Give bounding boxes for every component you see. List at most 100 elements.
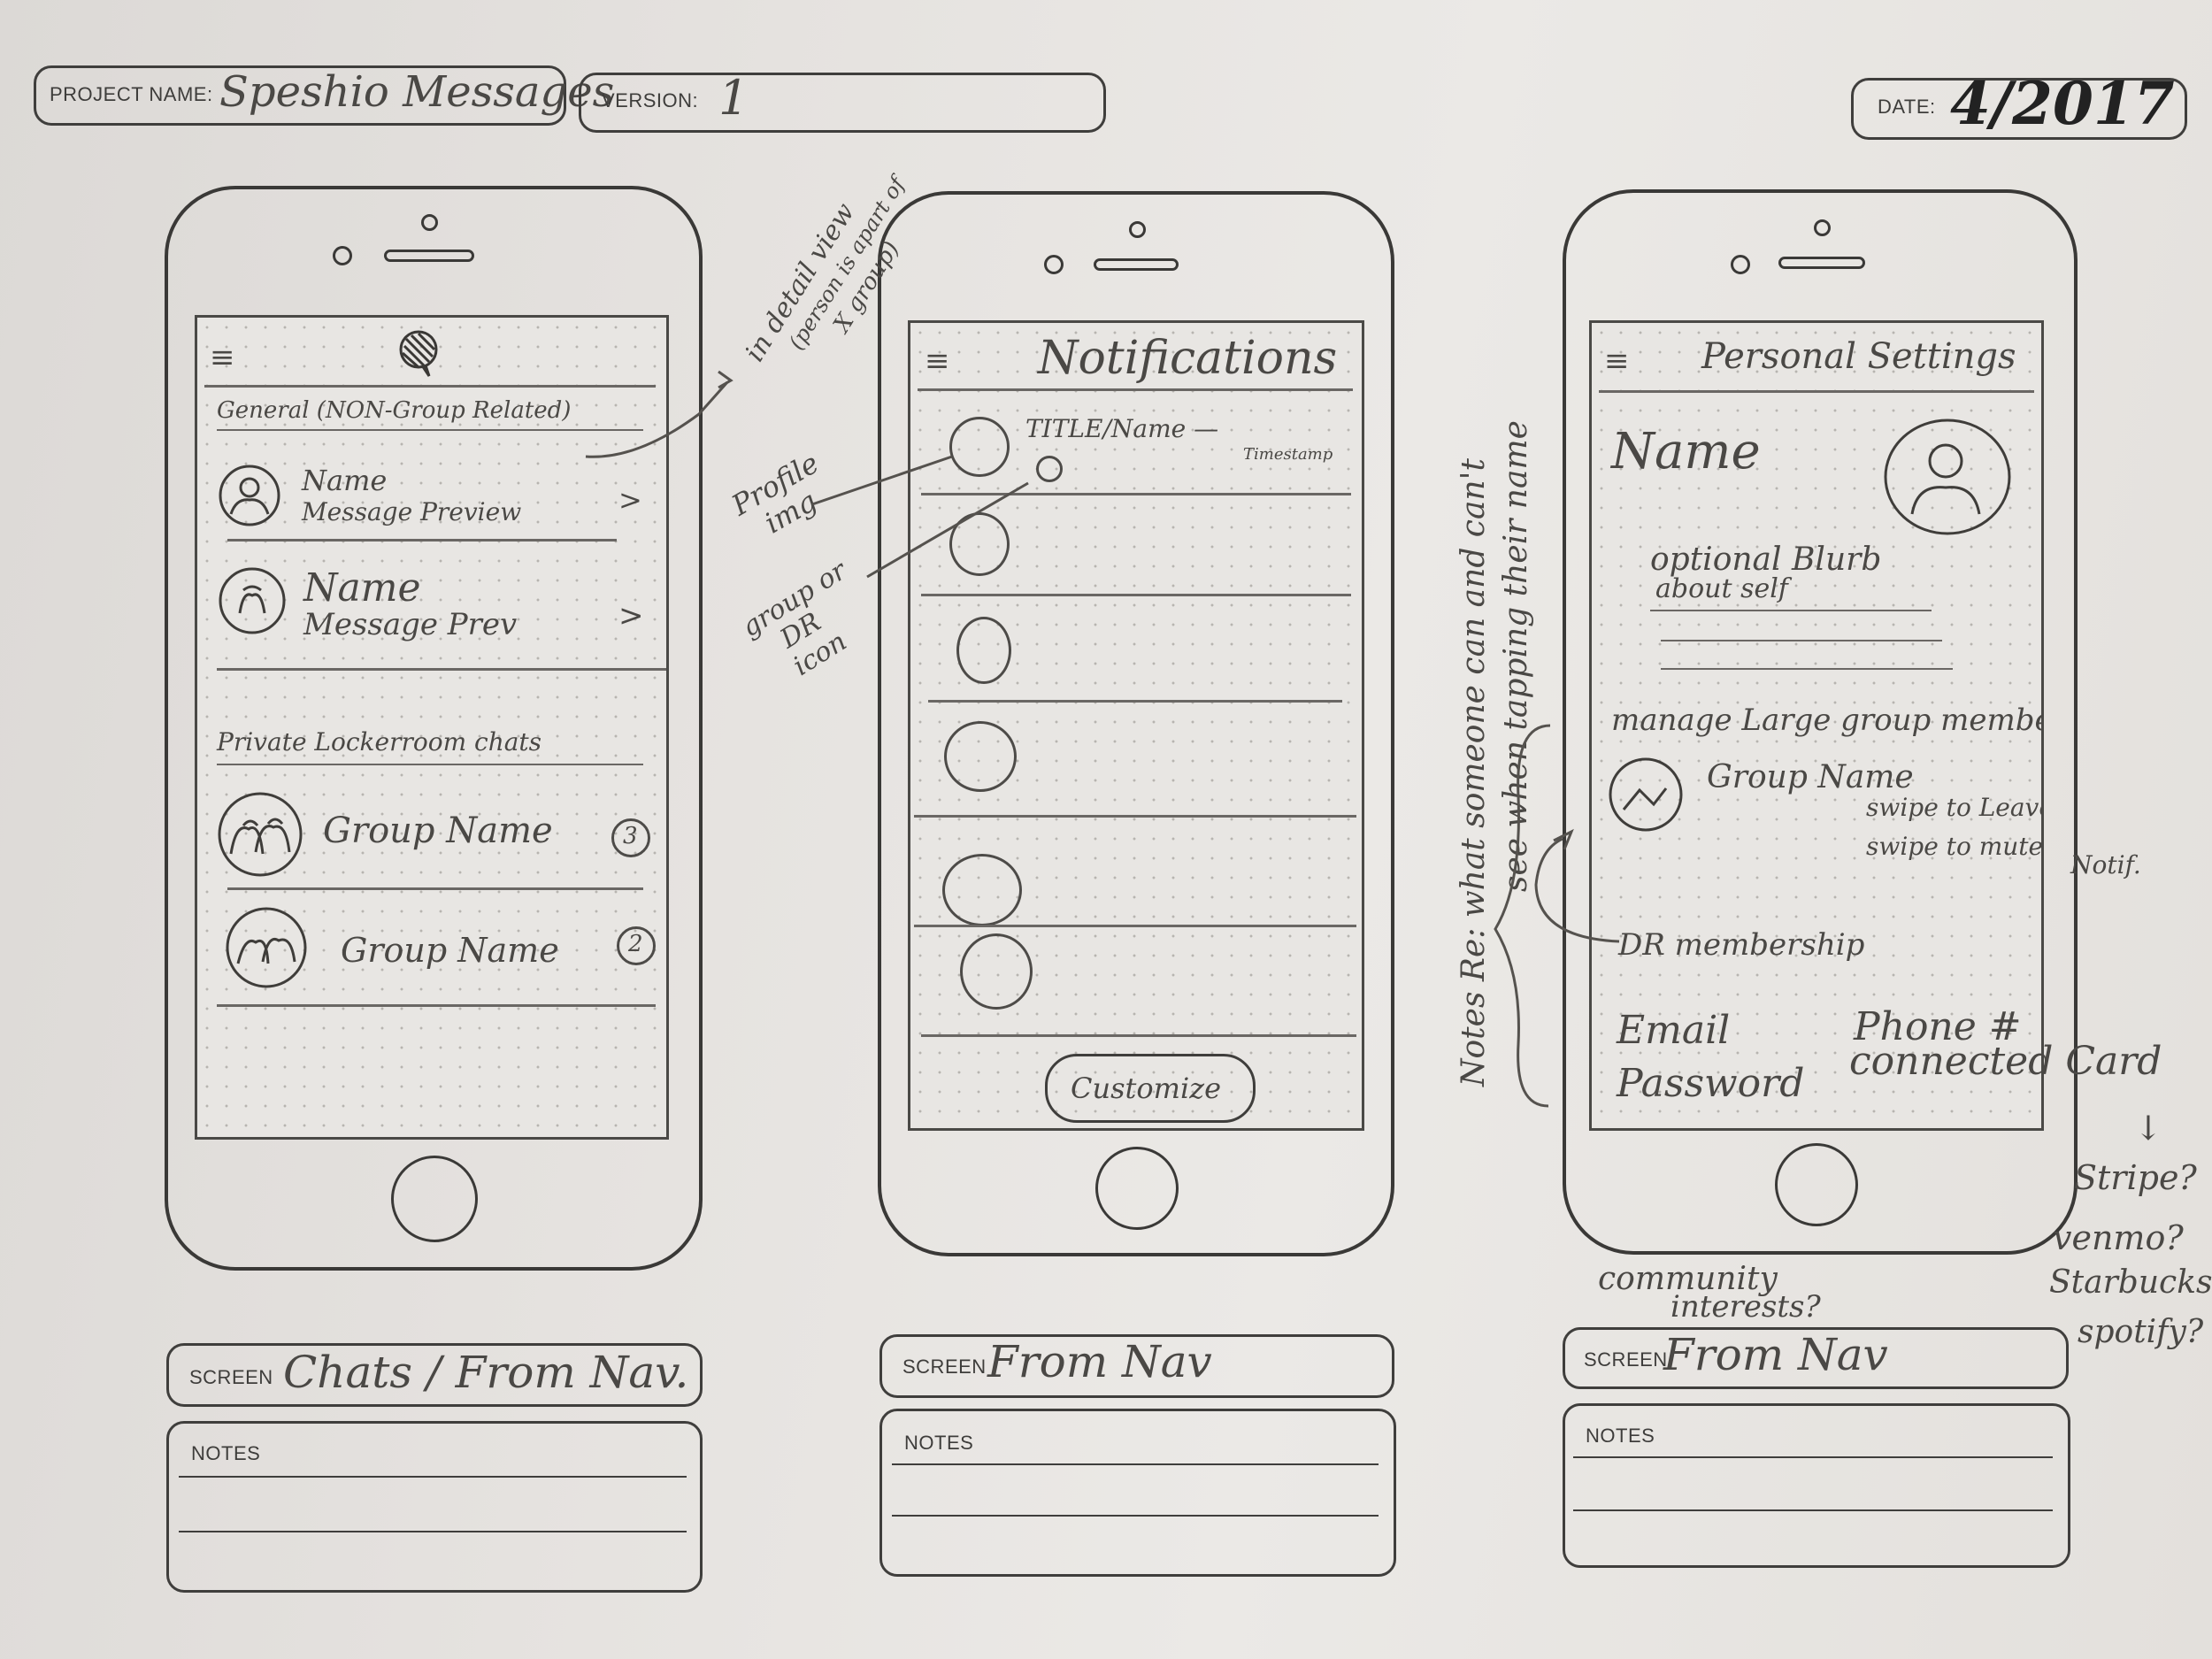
annotation-stripe: Stripe? bbox=[2074, 1158, 2197, 1197]
project-name-value: Speshio Messages bbox=[219, 67, 615, 117]
notes-label: NOTES bbox=[904, 1432, 974, 1454]
screen-settings: ≡ Personal Settings Name optional Blurb … bbox=[1589, 320, 2044, 1131]
home-button[interactable] bbox=[1775, 1143, 1858, 1226]
annotation-starbucks: Starbucks bbox=[2049, 1264, 2212, 1301]
notification-row[interactable]: TITLE/Name — Timestamp bbox=[910, 397, 1362, 500]
avatar-icon bbox=[219, 567, 286, 634]
proximity-sensor bbox=[333, 246, 352, 265]
avatar-icon bbox=[219, 465, 280, 526]
screen-name-field[interactable] bbox=[879, 1334, 1394, 1398]
group-avatar-icon bbox=[1609, 757, 1683, 832]
profile-image-icon bbox=[960, 933, 1033, 1010]
screen-label: SCREEN bbox=[1584, 1348, 1668, 1371]
list-item[interactable]: Group Name 3 bbox=[197, 780, 666, 886]
home-button[interactable] bbox=[1095, 1147, 1179, 1230]
earpiece-speaker bbox=[1094, 258, 1179, 271]
profile-photo-icon[interactable] bbox=[1882, 417, 2013, 537]
group-name: Group Name bbox=[1707, 759, 1914, 795]
swipe-leave-hint: swipe to Leave bbox=[1866, 793, 2044, 822]
notification-row[interactable] bbox=[910, 707, 1362, 824]
hamburger-menu-icon[interactable]: ≡ bbox=[210, 340, 235, 375]
connected-card-setting[interactable]: connected Card bbox=[1849, 1039, 2162, 1084]
hamburger-menu-icon[interactable]: ≡ bbox=[1604, 343, 1630, 379]
group-avatar-icon bbox=[218, 792, 303, 877]
chat-name: Name bbox=[303, 565, 421, 611]
swipe-mute-hint: swipe to mute bbox=[1866, 832, 2044, 861]
manage-membership-label: manage Large group membership bbox=[1611, 703, 2044, 738]
date-label: DATE: bbox=[1878, 96, 1936, 118]
customize-button[interactable]: Customize bbox=[1045, 1054, 1256, 1123]
project-name-field[interactable] bbox=[34, 65, 566, 126]
profile-name: Name bbox=[1611, 423, 1761, 480]
front-camera bbox=[421, 214, 438, 231]
version-label: VERSION: bbox=[602, 89, 699, 111]
screen-name-field[interactable] bbox=[1563, 1327, 2069, 1389]
date-field[interactable] bbox=[1851, 78, 2187, 140]
notification-row[interactable] bbox=[910, 500, 1362, 599]
annotation-community: community bbox=[1598, 1261, 1778, 1297]
notes-label: NOTES bbox=[191, 1442, 261, 1464]
message-preview: Message Preview bbox=[302, 497, 522, 526]
notification-row[interactable] bbox=[910, 601, 1362, 703]
home-button[interactable] bbox=[391, 1156, 478, 1242]
screen-notifications: ≡ Notifications TITLE/Name — Timestamp bbox=[908, 320, 1364, 1131]
screen-name-value: From Nav bbox=[987, 1336, 1212, 1387]
screen-label: SCREEN bbox=[902, 1356, 987, 1378]
profile-image-icon bbox=[949, 512, 1010, 576]
email-setting[interactable]: Email bbox=[1617, 1008, 1731, 1053]
earpiece-speaker bbox=[384, 250, 474, 262]
screen-name-value: From Nav bbox=[1663, 1329, 1888, 1380]
chevron-right-icon: > bbox=[618, 598, 644, 634]
notes-field[interactable] bbox=[1563, 1403, 2070, 1568]
version-value: 1 bbox=[718, 70, 749, 126]
group-or-dr-icon bbox=[1036, 456, 1063, 482]
notes-label: NOTES bbox=[1586, 1425, 1655, 1447]
group-avatar-icon bbox=[226, 907, 307, 988]
page-title: Personal Settings bbox=[1701, 336, 2016, 377]
password-setting[interactable]: Password bbox=[1617, 1061, 1805, 1106]
date-value: 4/2017 bbox=[1950, 69, 2175, 138]
screen-chats: ≡ General (NON-Group Related) Name Messa… bbox=[195, 315, 669, 1140]
chevron-right-icon: > bbox=[618, 483, 642, 517]
list-item[interactable]: Name Message Prev > bbox=[197, 546, 666, 670]
phone-frame-notifications bbox=[878, 191, 1394, 1256]
phone-setting[interactable]: Phone # bbox=[1854, 1004, 2022, 1049]
notification-row[interactable] bbox=[910, 933, 1362, 1031]
notif-hint: Notif. bbox=[2070, 850, 2141, 879]
message-preview: Message Prev bbox=[303, 607, 518, 642]
section-private-label: Private Lockerroom chats bbox=[217, 727, 542, 757]
front-camera bbox=[1129, 221, 1146, 238]
proximity-sensor bbox=[1044, 255, 1064, 274]
group-membership-row[interactable]: Group Name swipe to Leave bbox=[1592, 746, 2041, 843]
profile-image-icon bbox=[949, 417, 1010, 477]
card-option-arrow: ↓ bbox=[2134, 1109, 2162, 1148]
version-field[interactable] bbox=[579, 73, 1106, 133]
proximity-sensor bbox=[1731, 255, 1750, 274]
page-title: Notifications bbox=[1038, 332, 1338, 385]
chat-name: Name bbox=[302, 464, 388, 497]
dr-membership-label: DR membership bbox=[1618, 927, 1865, 963]
notification-title: TITLE/Name — bbox=[1025, 414, 1219, 443]
profile-image-icon bbox=[944, 721, 1017, 792]
list-item[interactable]: Name Message Preview > bbox=[197, 436, 666, 560]
notes-field[interactable] bbox=[879, 1409, 1396, 1577]
section-general-label: General (NON-Group Related) bbox=[217, 397, 572, 424]
list-item[interactable]: Group Name 2 bbox=[197, 896, 666, 1002]
hamburger-menu-icon[interactable]: ≡ bbox=[925, 343, 950, 379]
annotation-spotify: spotify? bbox=[2078, 1314, 2204, 1350]
annotation-interests: interests? bbox=[1671, 1289, 1821, 1325]
blurb-line-1: optional Blurb bbox=[1650, 541, 1882, 578]
front-camera bbox=[1814, 219, 1831, 236]
unread-count-badge: 3 bbox=[611, 818, 650, 857]
profile-image-icon bbox=[956, 617, 1011, 684]
notification-timestamp: Timestamp bbox=[1243, 445, 1333, 464]
group-name: Group Name bbox=[341, 931, 559, 970]
chat-logo-icon bbox=[399, 330, 438, 377]
screen-label: SCREEN bbox=[189, 1366, 273, 1388]
notes-field[interactable] bbox=[166, 1421, 703, 1593]
unread-count-badge: 2 bbox=[617, 926, 656, 965]
screen-name-field[interactable] bbox=[166, 1343, 703, 1407]
phone-frame-chats bbox=[165, 186, 703, 1271]
